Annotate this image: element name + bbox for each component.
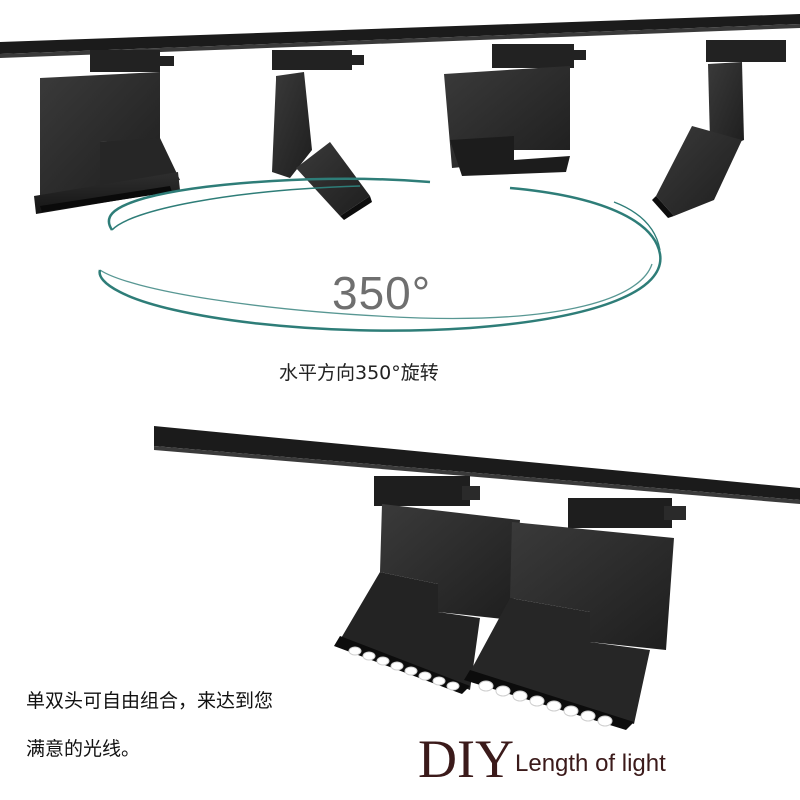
diy-subtitle: Length of light [515,750,666,777]
double-head-left [334,504,520,694]
double-head-right [464,522,674,730]
description-line-2: 满意的光线。 [26,738,141,760]
top-track-rail [0,14,800,58]
description-line-1: 单双头可自由组合，来达到您 [26,690,274,712]
track-light-4 [652,40,786,218]
track-light-3 [444,44,586,176]
rotation-caption: 水平方向350°旋转 [279,362,439,384]
rotation-arc [98,177,662,332]
diy-title: DIY [418,729,514,789]
bottom-track-rail [154,426,800,504]
track-adapter-right [568,498,686,528]
track-light-2 [272,50,372,220]
rotation-degree-label: 350° [332,267,432,319]
track-light-1 [34,50,180,214]
track-adapter-left [374,476,480,506]
